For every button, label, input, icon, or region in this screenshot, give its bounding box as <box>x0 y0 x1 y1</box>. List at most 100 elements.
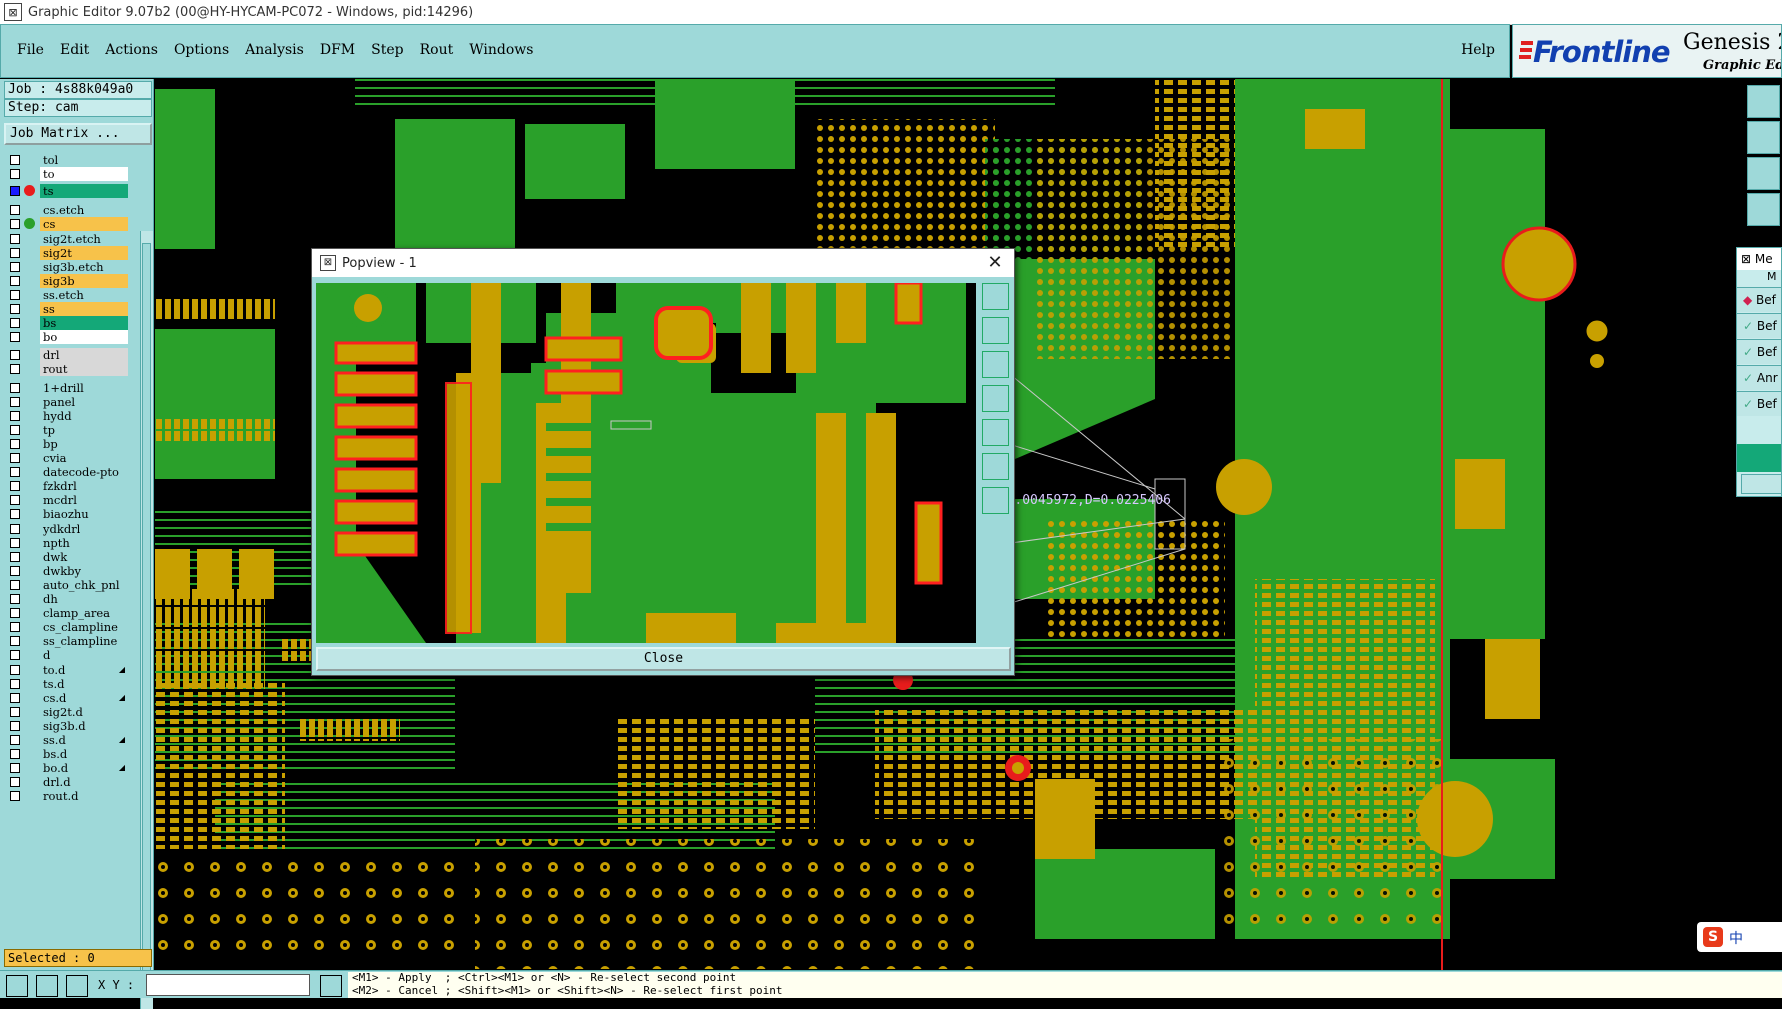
menu-edit[interactable]: Edit <box>59 42 90 58</box>
layer-name[interactable]: cs.d◢ <box>40 690 128 705</box>
info-icon[interactable] <box>320 975 342 997</box>
layer-name[interactable]: tol <box>40 153 128 167</box>
menu-dfm[interactable]: DFM <box>319 42 356 58</box>
floating-panel-row[interactable]: ✓ Anr <box>1737 365 1781 390</box>
layer-name[interactable]: npth <box>40 535 128 550</box>
layer-checkbox[interactable] <box>10 233 20 244</box>
menu-rout[interactable]: Rout <box>419 42 454 58</box>
layer-checkbox[interactable] <box>10 636 20 647</box>
popview-titlebar[interactable]: ⊠ Popview - 1 <box>312 249 1014 277</box>
layer-checkbox[interactable] <box>10 304 20 314</box>
layer-checkbox[interactable] <box>10 410 20 421</box>
zoom-home-icon[interactable] <box>1747 85 1780 118</box>
menu-options[interactable]: Options <box>173 42 230 58</box>
layer-checkbox[interactable] <box>10 763 20 774</box>
layer-checkbox[interactable] <box>10 706 20 717</box>
layer-checkbox[interactable] <box>10 396 20 407</box>
layer-name[interactable]: rout.d <box>40 789 128 804</box>
layer-row[interactable]: ss.etch <box>4 287 128 302</box>
layer-checkbox[interactable] <box>10 495 20 506</box>
ime-mode-label[interactable]: 中 <box>1729 931 1743 947</box>
zoom-in-icon[interactable] <box>1747 121 1780 154</box>
menu-actions[interactable]: Actions <box>105 42 158 58</box>
job-matrix-button[interactable]: Job Matrix ... <box>4 123 152 145</box>
layer-row[interactable]: sig2t.d <box>4 704 128 719</box>
zoom-area-icon[interactable] <box>982 453 1009 480</box>
layer-row[interactable]: ss.d◢ <box>4 733 128 747</box>
layer-row[interactable]: bs <box>4 316 128 331</box>
close-button[interactable]: Close <box>316 647 1011 671</box>
zoom-fit-icon[interactable] <box>982 283 1009 310</box>
layer-row[interactable]: cs <box>4 217 128 232</box>
layer-row[interactable]: auto_chk_pnl <box>4 577 128 592</box>
layer-checkbox[interactable] <box>10 424 20 435</box>
floating-panel-row[interactable]: ✓ Bef <box>1737 391 1781 416</box>
layer-name[interactable]: clamp_area <box>40 606 128 621</box>
layer-name[interactable]: bo <box>40 330 128 345</box>
layer-row[interactable]: ss_clampline <box>4 634 128 649</box>
layer-name[interactable]: panel <box>40 394 128 409</box>
pan-icon[interactable] <box>1747 193 1780 226</box>
layer-row[interactable]: drl.d <box>4 775 128 790</box>
layer-row[interactable]: clamp_area <box>4 606 128 621</box>
layer-checkbox[interactable] <box>10 622 20 633</box>
zoom-home-icon[interactable] <box>982 487 1009 514</box>
layer-name[interactable]: biaozhu <box>40 507 128 522</box>
layer-name[interactable]: sig3b.etch <box>40 259 128 274</box>
layer-name[interactable]: bs.d <box>40 747 128 762</box>
scrollbar-thumb[interactable] <box>142 243 151 993</box>
layer-row[interactable]: ss <box>4 302 128 316</box>
menu-help[interactable]: Help <box>1461 42 1495 58</box>
layer-checkbox[interactable] <box>10 453 20 463</box>
layer-checkbox[interactable] <box>10 289 20 300</box>
layer-row[interactable]: sig2t <box>4 245 128 260</box>
layer-name[interactable]: dwk <box>40 549 128 564</box>
layer-row[interactable]: rout <box>4 362 128 377</box>
layer-row[interactable]: bo.d◢ <box>4 761 128 776</box>
zoom-out-icon[interactable] <box>982 351 1009 378</box>
layer-checkbox[interactable] <box>10 205 20 216</box>
layer-checkbox[interactable] <box>10 608 20 619</box>
floating-panel-button[interactable] <box>1741 474 1781 494</box>
pan-left-icon[interactable] <box>982 385 1009 412</box>
layer-row[interactable]: cs.d◢ <box>4 690 128 705</box>
layer-row[interactable]: biaozhu <box>4 507 128 522</box>
layer-row[interactable]: tp <box>4 422 128 437</box>
layer-name[interactable]: ss.d◢ <box>40 733 128 747</box>
zoom-out-icon[interactable] <box>1747 157 1780 190</box>
layer-name[interactable]: drl <box>40 348 128 363</box>
popview-zoomed-layout[interactable] <box>316 283 976 643</box>
layer-row[interactable]: sig3b.etch <box>4 259 128 274</box>
layer-checkbox[interactable] <box>10 594 20 604</box>
layer-checkbox[interactable] <box>10 579 20 590</box>
layer-name[interactable]: drl.d <box>40 775 128 790</box>
layer-checkbox[interactable] <box>10 155 20 165</box>
menu-windows[interactable]: Windows <box>469 42 534 58</box>
layer-name[interactable]: ss <box>40 302 128 316</box>
layer-checkbox[interactable] <box>10 537 20 548</box>
layer-name[interactable]: ss_clampline <box>40 634 128 649</box>
layer-checkbox[interactable] <box>10 692 20 703</box>
layer-checkbox[interactable] <box>10 481 20 492</box>
layer-row[interactable]: cvia <box>4 451 128 465</box>
layer-name[interactable]: rout <box>40 362 128 377</box>
layer-name[interactable]: sig2t <box>40 245 128 260</box>
layer-name[interactable]: ts <box>40 184 128 199</box>
pan-right-icon[interactable] <box>982 419 1009 446</box>
layer-checkbox[interactable] <box>10 664 20 675</box>
layer-checkbox[interactable] <box>10 551 20 562</box>
layer-name[interactable]: cs <box>40 217 128 232</box>
layer-row[interactable]: bp <box>4 436 128 451</box>
layer-row[interactable]: ydkdrl <box>4 521 128 536</box>
layer-row[interactable]: dwkby <box>4 563 128 578</box>
layer-name[interactable]: hydd <box>40 408 128 423</box>
layer-row[interactable]: sig2t.etch <box>4 231 128 246</box>
close-icon[interactable]: ✕ <box>987 252 1003 273</box>
floating-panel-row[interactable]: ◆ Bef <box>1737 287 1781 312</box>
layer-name[interactable]: 1+drill <box>40 380 128 395</box>
layer-checkbox[interactable] <box>10 467 20 478</box>
ime-toolbar[interactable]: S 中 <box>1697 922 1782 952</box>
layer-checkbox[interactable] <box>10 169 20 180</box>
layer-name[interactable]: ss.etch <box>40 287 128 302</box>
layer-row[interactable]: to.d◢ <box>4 662 128 677</box>
